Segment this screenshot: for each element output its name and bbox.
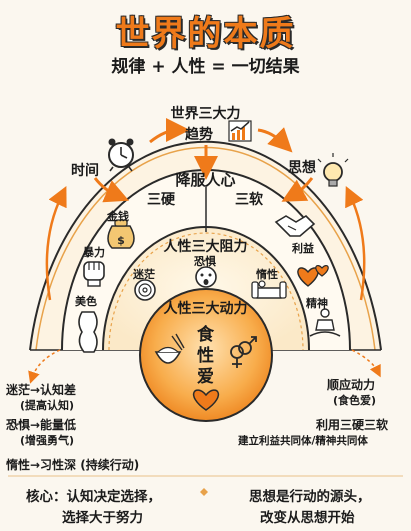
right-note-2: 利用三硬三软 [316, 418, 389, 432]
confusion-label: 迷茫 [133, 268, 155, 281]
clock-icon [108, 138, 134, 172]
core-sex-label: 性 [197, 346, 214, 366]
svg-text:$: $ [117, 234, 125, 247]
rice-bowl-icon [154, 333, 185, 364]
fist-icon [83, 261, 105, 287]
laziness-label: 惰性 [256, 268, 278, 281]
sparkle-icon [200, 488, 208, 496]
left-note-2-sub: (增强勇气) [20, 434, 75, 447]
middle-ring-title: 降服人心 [175, 171, 236, 189]
outer-ring-title: 世界三大力 [170, 106, 241, 122]
gender-symbol-icon [230, 336, 257, 368]
page-title: 世界的本质 [115, 14, 296, 54]
violence-label: 暴力 [83, 246, 105, 259]
arrow-right-side [345, 185, 366, 301]
left-note-1: 迷茫→认知差 [6, 383, 77, 397]
fear-label: 恐惧 [194, 255, 216, 268]
heart-icon [192, 389, 220, 411]
arrow-left-side [45, 186, 67, 301]
left-note-1-sub: (提高认知) [20, 399, 75, 412]
bottom-left-line-2: 选择大于努力 [62, 510, 143, 526]
core-circle [139, 288, 273, 422]
core-food-label: 食 [197, 325, 214, 345]
left-note-3: 惰性→习性深 (持续行动) [6, 458, 140, 472]
three-soft-label: 三软 [235, 192, 263, 208]
hearts-icon [297, 264, 329, 287]
core-title: 人性三大动力 [163, 301, 248, 317]
handshake-icon [274, 214, 316, 237]
inner-ring-title: 人性三大阻力 [163, 239, 248, 255]
arrow-time-down [93, 177, 130, 203]
beauty-label: 美色 [75, 295, 97, 308]
page-subtitle: 规律 + 人性 = 一切结果 [111, 57, 300, 77]
meditation-icon [309, 308, 341, 337]
bottom-left-line-1: 核心：认知决定选择， [26, 489, 161, 505]
lightbulb-icon [317, 153, 349, 187]
right-note-1-sub: (食色爱) [333, 394, 377, 407]
arrow-thought-down [281, 177, 314, 202]
money-bag-icon: $ [107, 219, 135, 249]
scared-face-icon [195, 266, 217, 288]
trend-label: 趋势 [185, 127, 213, 143]
thought-label: 思想 [288, 160, 316, 176]
arrow-trend-thought [257, 127, 293, 153]
right-note-1: 顺应动力 [327, 378, 376, 392]
three-hard-label: 三硬 [147, 192, 175, 208]
money-label: 金钱 [107, 210, 129, 223]
female-figure-icon [78, 311, 98, 353]
spirit-label: 精神 [306, 297, 328, 310]
arrow-right-notes [351, 349, 381, 378]
sofa-icon [251, 280, 287, 299]
benefit-label: 利益 [292, 242, 314, 255]
arrow-time-trend [149, 118, 190, 144]
time-label: 时间 [71, 163, 99, 179]
right-note-2-sub: 建立利益共同体/精神共同体 [238, 435, 368, 447]
bottom-right-line-2: 改变从思想开始 [260, 510, 355, 526]
trend-chart-icon [228, 120, 252, 142]
core-love-label: 爱 [197, 367, 214, 387]
maze-icon [134, 279, 156, 301]
bottom-right-line-1: 思想是行动的源头， [249, 489, 371, 505]
left-note-2: 恐惧→能量低 [6, 418, 77, 432]
arrow-left-notes [28, 349, 61, 384]
